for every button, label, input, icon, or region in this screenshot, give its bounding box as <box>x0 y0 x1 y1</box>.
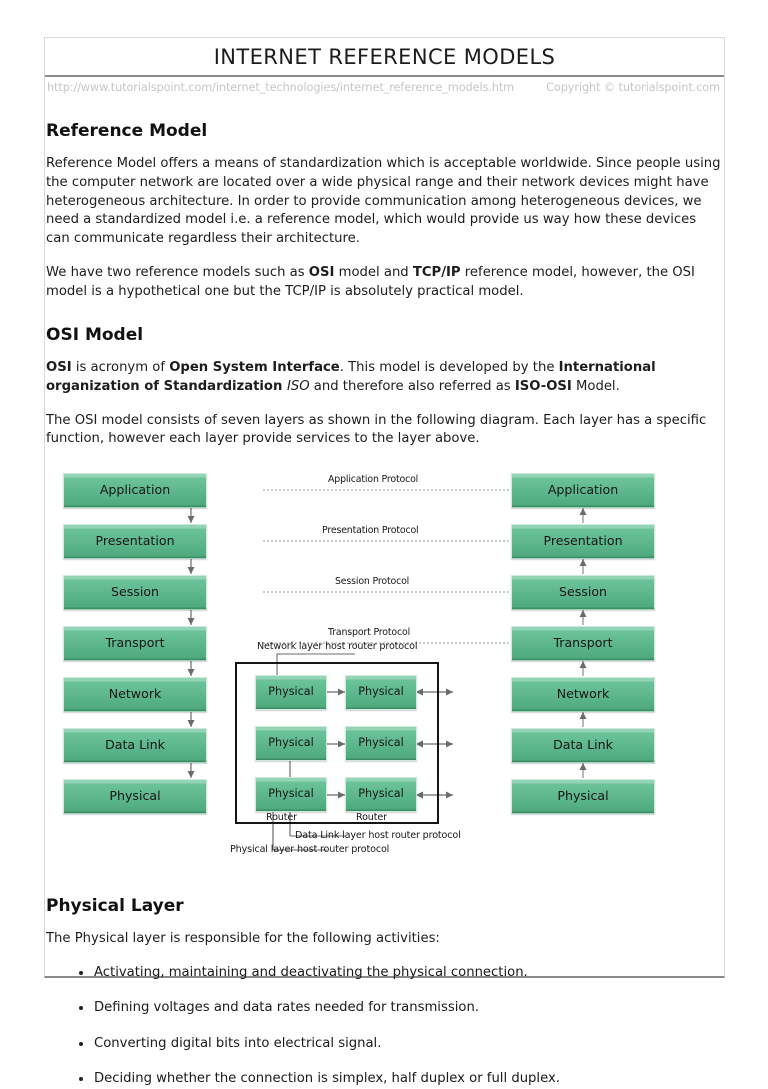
router-physical-box-5: Physical <box>255 777 327 813</box>
layer-label: Transport <box>553 635 613 651</box>
layer-box-left-network: Network <box>63 677 207 713</box>
layer-label: Presentation <box>543 533 623 549</box>
text-bold-osi: OSI <box>308 264 335 280</box>
layer-box-right-session: Session <box>511 575 655 611</box>
router-caption-left: Router <box>266 812 297 824</box>
list-item: Defining voltages and data rates needed … <box>79 999 723 1017</box>
router-caption-right: Router <box>356 812 387 824</box>
osi-model-diagram: Application Presentation Session Transpo… <box>45 464 726 872</box>
layer-label: Network <box>556 686 610 702</box>
layer-box-left-presentation: Presentation <box>63 524 207 560</box>
protocol-label-transport: Transport Protocol <box>328 627 411 639</box>
layer-box-right-application: Application <box>511 473 655 509</box>
router-physical-box-2: Physical <box>345 675 417 711</box>
text-bold-open-system-interface: Open System Interface <box>169 360 340 376</box>
layer-label: Physical <box>358 736 404 750</box>
heading-physical-layer: Physical Layer <box>46 896 184 917</box>
layer-label: Data Link <box>553 737 613 753</box>
text-fragment: model and <box>334 264 413 280</box>
layer-box-left-physical: Physical <box>63 779 207 815</box>
layer-box-right-physical: Physical <box>511 779 655 815</box>
router-physical-box-4: Physical <box>345 726 417 762</box>
layer-label: Presentation <box>95 533 175 549</box>
heading-reference-model: Reference Model <box>46 121 208 142</box>
layer-label: Physical <box>268 736 314 750</box>
paragraph-seven-layers: The OSI model consists of seven layers a… <box>46 412 707 447</box>
label-physical-layer-host-router-protocol: Physical layer host router protocol <box>230 844 390 856</box>
layer-box-right-presentation: Presentation <box>511 524 655 560</box>
text-bold-tcpip: TCP/IP <box>412 264 461 280</box>
paragraph-two-reference-models: We have two reference models such as OSI… <box>46 264 723 301</box>
list-item: Activating, maintaining and deactivating… <box>79 964 723 982</box>
layer-box-left-transport: Transport <box>63 626 207 662</box>
router-physical-box-6: Physical <box>345 777 417 813</box>
list-item: Converting digital bits into electrical … <box>79 1035 723 1053</box>
text-fragment: . This model is developed by the <box>339 360 559 376</box>
protocol-label-application: Application Protocol <box>328 474 419 486</box>
layer-box-right-transport: Transport <box>511 626 655 662</box>
layer-label: Physical <box>109 788 161 804</box>
layer-label: Physical <box>268 787 314 801</box>
layer-label: Network <box>108 686 162 702</box>
layer-label: Session <box>110 584 160 600</box>
layer-label: Application <box>99 482 171 498</box>
layer-label: Application <box>547 482 619 498</box>
text-italic-iso: ISO <box>286 379 310 395</box>
layer-box-right-network: Network <box>511 677 655 713</box>
source-url: http://www.tutorialspoint.com/internet_t… <box>47 81 515 95</box>
router-physical-box-3: Physical <box>255 726 327 762</box>
label-network-layer-host-router-protocol: Network layer host router protocol <box>257 641 418 653</box>
label-data-link-layer-host-router-protocol: Data Link layer host router protocol <box>295 830 461 842</box>
text-fragment: reference model, however, the OSI model … <box>46 264 695 299</box>
layer-label: Physical <box>557 788 609 804</box>
text-fragment: We have two reference models such as <box>46 264 309 280</box>
layer-label: Transport <box>105 635 165 651</box>
page-title: INTERNET REFERENCE MODELS <box>213 45 556 69</box>
text-fragment: Model. <box>571 379 620 395</box>
layer-label: Physical <box>358 685 404 699</box>
protocol-label-session: Session Protocol <box>335 576 410 588</box>
text-bold-iso-osi: ISO-OSI <box>514 379 572 395</box>
layer-box-right-data-link: Data Link <box>511 728 655 764</box>
title-divider <box>45 75 724 78</box>
text-fragment: is acronym of <box>71 360 170 376</box>
paragraph-osi-acronym: OSI is acronym of Open System Interface.… <box>46 359 723 396</box>
layer-box-left-session: Session <box>63 575 207 611</box>
protocol-label-presentation: Presentation Protocol <box>322 525 419 537</box>
router-boundary-frame <box>235 662 439 825</box>
paragraph-physical-layer-intro: The Physical layer is responsible for th… <box>46 931 440 947</box>
layer-label: Data Link <box>105 737 165 753</box>
router-physical-box-1: Physical <box>255 675 327 711</box>
document-body: Reference Model Reference Model offers a… <box>45 121 724 1089</box>
list-item: Deciding whether the connection is simpl… <box>79 1070 723 1088</box>
layer-label: Physical <box>358 787 404 801</box>
layer-label: Physical <box>268 685 314 699</box>
paragraph-reference-model-intro: Reference Model offers a means of standa… <box>46 156 721 247</box>
source-url-bar: http://www.tutorialspoint.com/internet_t… <box>45 77 724 94</box>
document-page: INTERNET REFERENCE MODELS http://www.tut… <box>44 37 725 1086</box>
text-fragment: and therefore also referred as <box>309 379 515 395</box>
layer-box-left-application: Application <box>63 473 207 509</box>
text-bold-osi: OSI <box>46 360 72 376</box>
copyright-notice: Copyright © tutorialspoint.com <box>546 81 720 95</box>
physical-layer-activity-list: Activating, maintaining and deactivating… <box>46 964 723 1089</box>
layer-box-left-data-link: Data Link <box>63 728 207 764</box>
text-bold-iso-org: International organization of Standardiz… <box>46 360 656 395</box>
heading-osi-model: OSI Model <box>46 325 144 346</box>
layer-label: Session <box>558 584 608 600</box>
